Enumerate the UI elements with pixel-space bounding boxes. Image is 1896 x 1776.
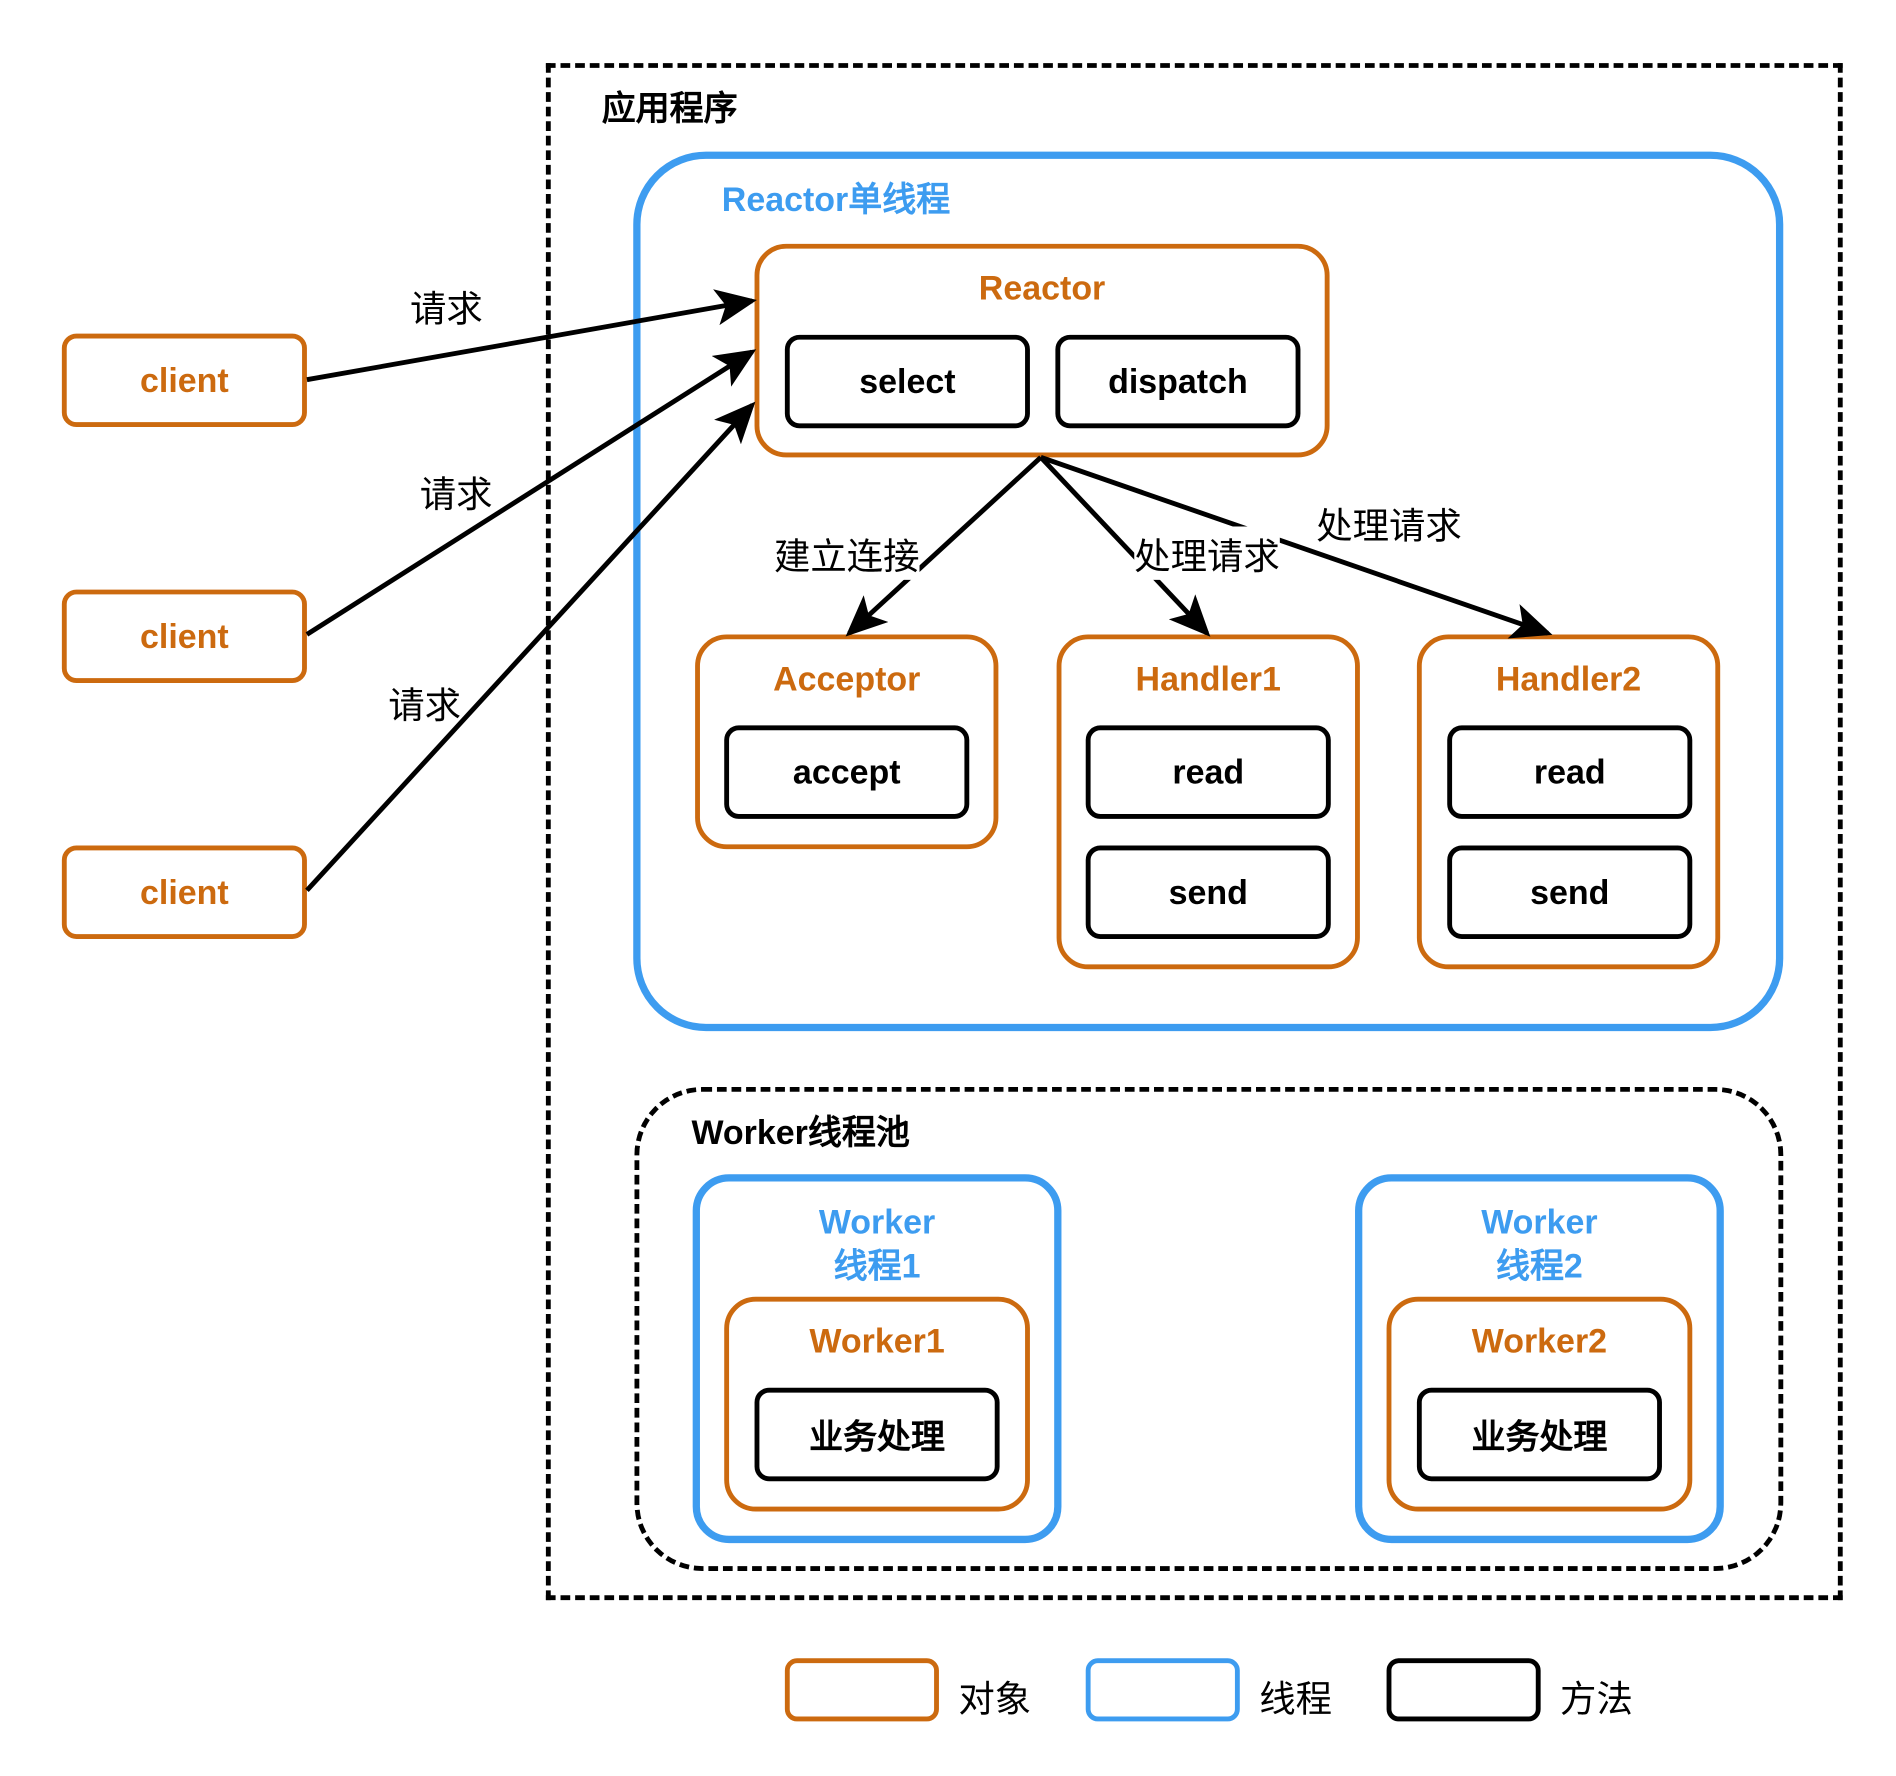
- worker-thread-1-title-line2: 线程1: [833, 1247, 921, 1285]
- select-method: select: [784, 334, 1030, 429]
- handler1-send-method: send: [1085, 845, 1331, 939]
- worker-thread-2-title-line1: Worker: [1481, 1203, 1598, 1242]
- handler2-title: Handler2: [1495, 659, 1642, 698]
- client-2: client: [61, 589, 307, 683]
- legend-thread-swatch: [1085, 1658, 1240, 1722]
- reactor-title: Reactor: [978, 269, 1106, 307]
- worker-thread-2-title-line2: 线程2: [1495, 1247, 1583, 1285]
- legend-object-swatch: [784, 1658, 939, 1722]
- application-label: 应用程序: [601, 89, 738, 128]
- edge-label-request-2: 请求: [419, 474, 493, 517]
- worker1-title: Worker1: [809, 1322, 945, 1360]
- worker2-business-method: 业务处理: [1416, 1387, 1662, 1482]
- edge-label-connect: 建立连接: [773, 526, 920, 580]
- worker-pool-container: [634, 1086, 1784, 1571]
- handler2-send-method: send: [1447, 845, 1693, 939]
- legend-method-swatch: [1386, 1658, 1541, 1722]
- worker1-business-method: 业务处理: [754, 1387, 1000, 1482]
- edge-label-handle-2: 处理请求: [1316, 496, 1462, 550]
- acceptor-title: Acceptor: [773, 659, 921, 698]
- handler1-read-method: read: [1085, 725, 1331, 819]
- worker-thread-1-title-line1: Worker: [818, 1203, 936, 1242]
- client-1: client: [61, 333, 307, 428]
- edge-label-request-1: 请求: [410, 288, 483, 332]
- dispatch-method: dispatch: [1055, 334, 1301, 429]
- edge-label-handle-1: 处理请求: [1134, 526, 1280, 580]
- reactor-thread-label: Reactor单线程: [721, 180, 951, 219]
- accept-method: accept: [724, 725, 970, 819]
- legend-thread-label: 线程: [1259, 1678, 1332, 1722]
- worker-pool-label: Worker线程池: [691, 1113, 910, 1152]
- handler2-read-method: read: [1447, 725, 1693, 819]
- handler1-title: Handler1: [1135, 659, 1281, 698]
- client-3: client: [61, 845, 307, 939]
- legend-method-label: 方法: [1560, 1678, 1633, 1722]
- edge-label-request-3: 请求: [388, 685, 461, 728]
- worker2-title: Worker2: [1471, 1322, 1608, 1360]
- legend-object-label: 对象: [958, 1678, 1032, 1722]
